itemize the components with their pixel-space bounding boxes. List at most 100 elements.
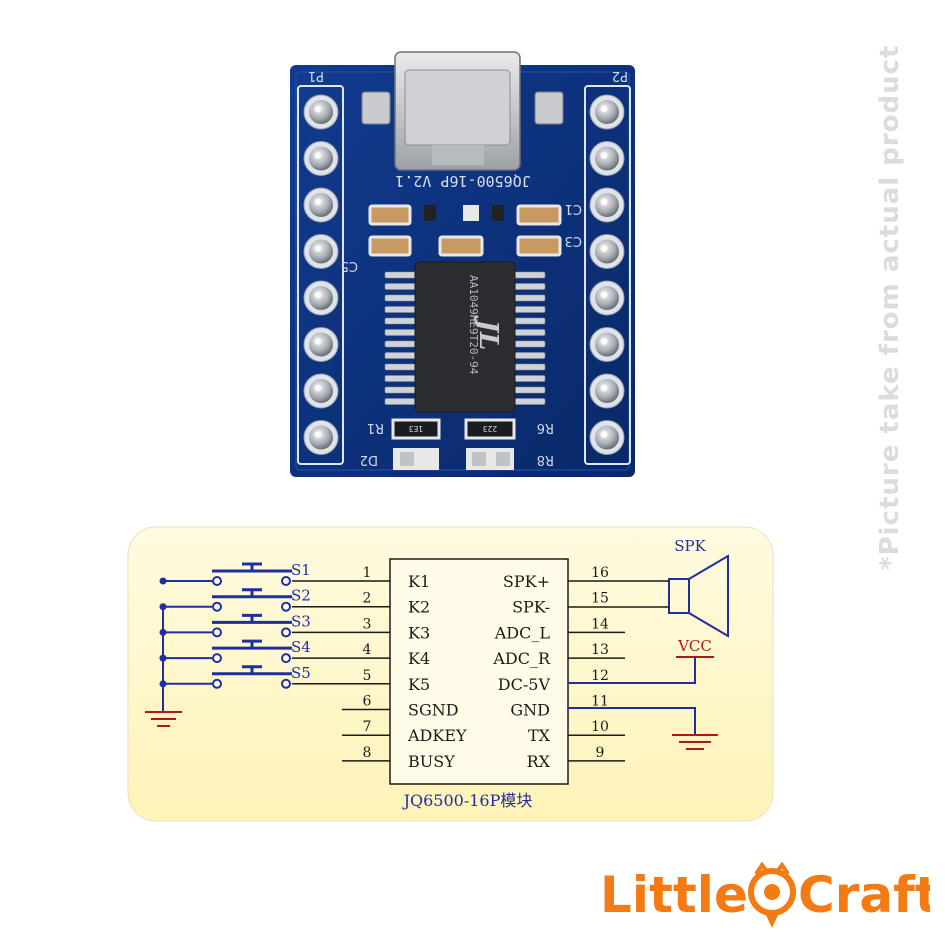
ic-pin xyxy=(384,329,418,336)
left-pin: 1 K1 xyxy=(292,565,430,591)
right-pin: 15 SPK- xyxy=(512,591,609,617)
pin-number: 15 xyxy=(591,591,609,607)
pin-number: 10 xyxy=(591,719,609,735)
smd-capacitors xyxy=(368,204,562,257)
ic-pin xyxy=(384,352,418,359)
pin-name: DC-5V xyxy=(498,675,551,694)
ic-pin xyxy=(384,317,418,325)
owl-icon xyxy=(748,862,796,928)
label-c3: C3 xyxy=(565,233,582,248)
ic-pin xyxy=(512,340,546,348)
ic-pin xyxy=(512,352,546,359)
ic-pin xyxy=(512,386,546,394)
module-label: JQ6500-16P模块 xyxy=(402,791,533,810)
label-r6: R6 xyxy=(537,420,554,435)
brand-word-little: Little xyxy=(600,866,748,924)
ic-pin xyxy=(384,294,418,302)
ic-pin xyxy=(384,340,418,348)
pin-name: GND xyxy=(510,701,550,720)
switch-label: S3 xyxy=(291,612,311,630)
pin-name: BUSY xyxy=(408,752,455,771)
right-ground-symbol xyxy=(672,734,718,750)
brand-logo: Little Craft xyxy=(600,862,930,928)
ic-pin xyxy=(512,329,546,336)
pin-number: 11 xyxy=(591,694,609,710)
header-left-outline xyxy=(297,85,344,465)
header-pad xyxy=(589,94,625,130)
switch-label: S1 xyxy=(291,561,311,579)
pin-number: 14 xyxy=(591,616,609,632)
ic-chip xyxy=(414,261,516,413)
header-pad xyxy=(303,94,339,130)
push-switch: S3 xyxy=(159,612,311,638)
push-switch: S5 xyxy=(159,664,311,689)
ic-pin xyxy=(384,386,418,394)
pcb-board: P1 P2 JQ6500-16P V2.1 C5 C1 C3 xyxy=(290,51,635,477)
header-pad xyxy=(589,187,625,223)
speaker-icon xyxy=(668,554,729,638)
header-pad xyxy=(589,234,625,269)
right-pin: 11 GND xyxy=(510,694,609,720)
ic-pins xyxy=(384,271,546,405)
label-r1: R1 xyxy=(367,420,384,435)
label-r8: R8 xyxy=(537,452,554,467)
pin-name: SPK- xyxy=(512,598,550,617)
ic-pin xyxy=(384,398,418,405)
vcc-wire xyxy=(568,657,696,684)
header-pad xyxy=(303,187,339,223)
ic-pin xyxy=(384,283,418,290)
label-c5: C5 xyxy=(341,258,358,273)
header-pad xyxy=(303,141,339,176)
push-switch: S1 xyxy=(159,561,311,586)
header-pads xyxy=(303,94,625,455)
right-pin: 10 TX xyxy=(528,719,625,745)
ic-pin xyxy=(512,363,546,371)
header-right-outline xyxy=(584,85,631,465)
right-pin-list: 16SPK+15SPK-14ADC_L13ADC_R12DC-5V11GND10… xyxy=(492,565,625,771)
ic-pin xyxy=(384,306,418,313)
pin-number: 4 xyxy=(363,642,372,658)
smd-resistors xyxy=(391,418,516,470)
pin-number: 9 xyxy=(596,745,605,761)
ic-pin xyxy=(512,294,546,302)
left-ground-symbol xyxy=(145,711,182,727)
pin-name: TX xyxy=(528,726,551,745)
vcc-label: VCC xyxy=(677,637,712,655)
ic-logo: JL xyxy=(473,315,503,351)
header-pad xyxy=(589,141,625,176)
ic-pin xyxy=(512,398,546,405)
ic-pin xyxy=(512,283,546,290)
header-pad xyxy=(303,373,339,409)
switch-label: S5 xyxy=(291,664,311,682)
pin-number: 1 xyxy=(363,565,372,581)
header-pad xyxy=(589,420,625,455)
pin-name: K1 xyxy=(408,572,430,591)
header-pad xyxy=(303,234,339,269)
switch-label: S2 xyxy=(291,587,311,605)
micro-usb-connector xyxy=(361,51,564,171)
ic-pin xyxy=(384,363,418,371)
header-right-label: P2 xyxy=(612,68,628,83)
pin-name: K3 xyxy=(408,623,430,642)
version-silkscreen: JQ6500-16P V2.1 xyxy=(395,172,530,190)
right-pin: 9RX xyxy=(527,745,625,771)
ic-pin xyxy=(512,271,546,279)
header-pad xyxy=(303,327,339,362)
label-c1: C1 xyxy=(565,201,582,216)
header-left-label: P1 xyxy=(308,68,324,83)
ic-marking: AA1049HE9T20-94 xyxy=(467,275,480,375)
pin-name: K2 xyxy=(408,598,430,617)
